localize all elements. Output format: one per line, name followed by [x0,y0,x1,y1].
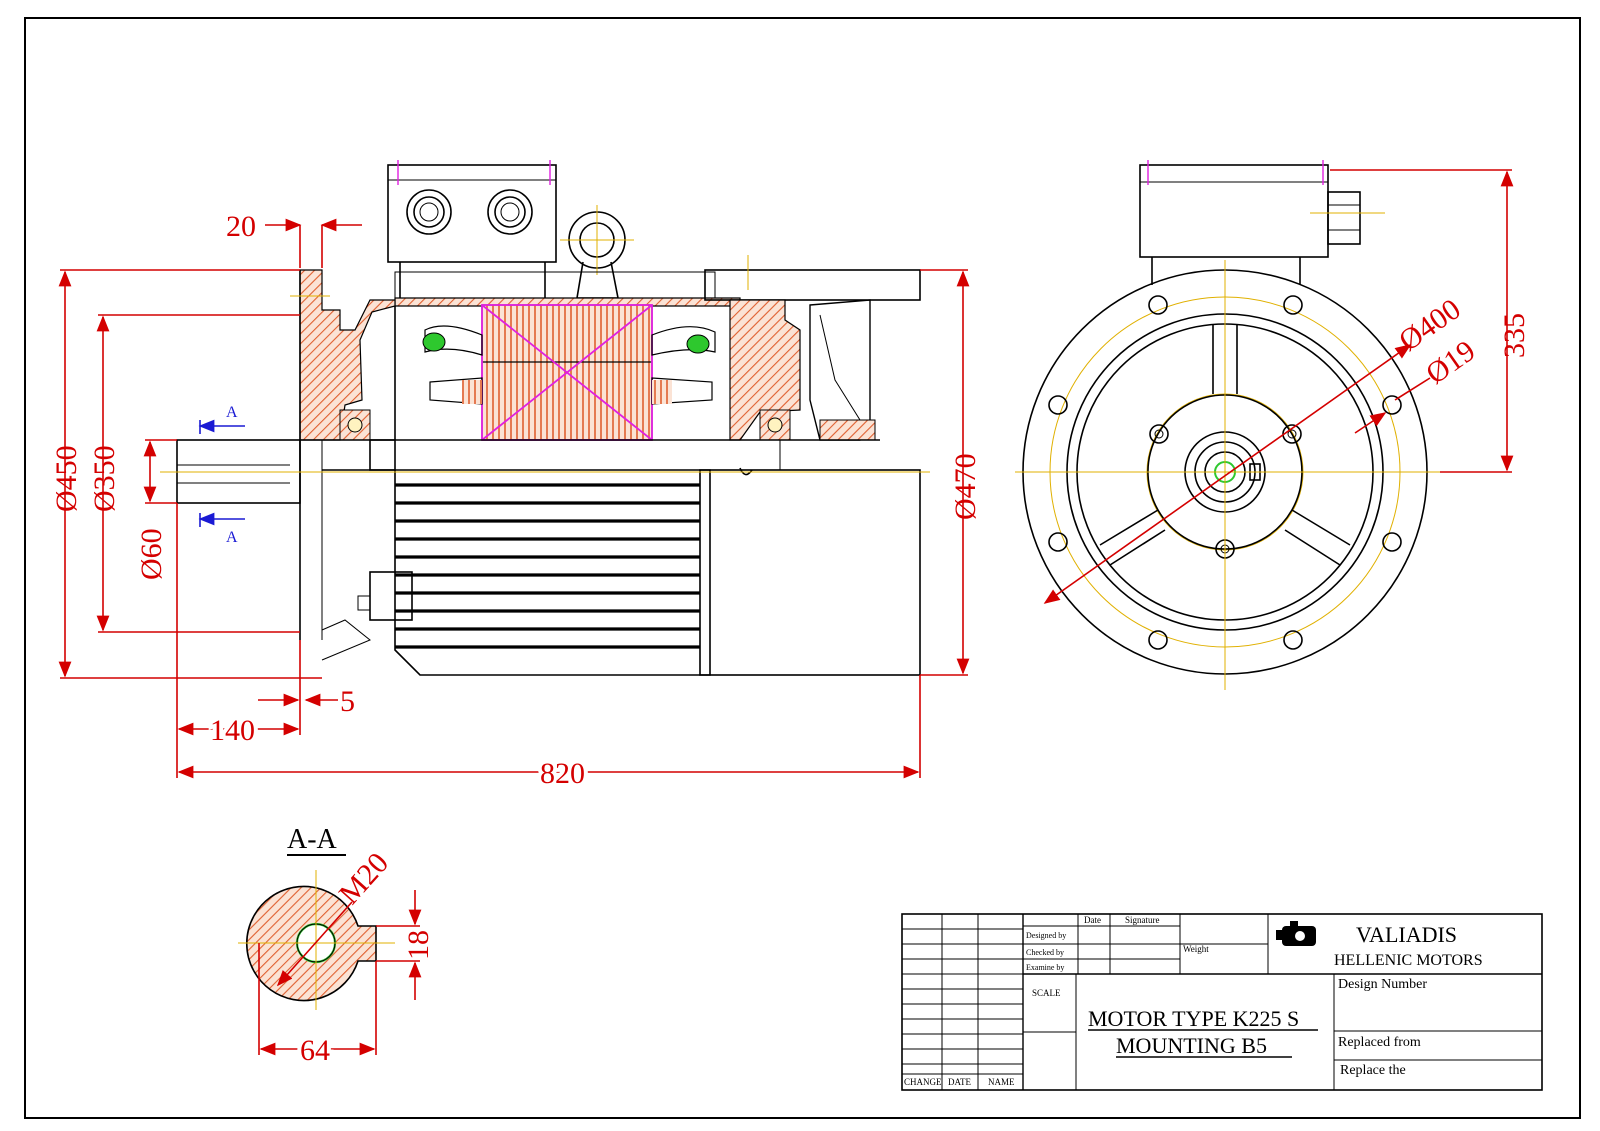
dim-d450: Ø450 [50,445,83,512]
dim-d60: Ø60 [135,528,168,580]
drawing-title-line1: MOTOR TYPE K225 S [1088,1006,1299,1031]
tb-replaced-from: Replaced from [1338,1035,1421,1050]
tb-col-date: Date [1084,915,1101,925]
dim-5: 5 [340,685,355,718]
tb-name: NAME [988,1077,1015,1087]
section-marker-bottom: A [226,529,238,546]
cooling-fins [395,483,700,649]
dim-140: 140 [210,714,255,747]
lifting-eye [560,205,634,299]
terminal-box [387,160,557,298]
tb-scale: SCALE [1032,988,1061,998]
title-block: CHANGE DATE NAME Date Signature Designed… [901,913,1543,1091]
section-title: A-A [287,824,338,855]
company-name: VALIADIS [1356,922,1457,947]
tb-replace-the: Replace the [1340,1063,1406,1078]
side-view: A A 20 Ø450 Ø350 [50,160,982,794]
side-dimensions: 20 Ø450 Ø350 Ø60 Ø470 5 [50,210,982,794]
dim-820: 820 [540,757,585,790]
tb-date: DATE [948,1077,971,1087]
dim-20: 20 [226,210,256,243]
front-dimensions: Ø400 Ø19 335 [1043,169,1531,604]
tb-col-signature: Signature [1125,915,1160,925]
tb-examine-by: Examine by [1026,963,1064,972]
sheet-border [24,17,1581,1119]
company-subtitle: HELLENIC MOTORS [1334,952,1483,969]
tb-designed-by: Designed by [1026,931,1066,940]
dim-d350: Ø350 [88,445,121,512]
dim-335: 335 [1498,313,1531,358]
tb-weight: Weight [1183,944,1209,954]
company-logo [1276,921,1316,946]
dim-64: 64 [300,1034,330,1067]
section-marker-top: A [226,404,238,421]
tb-checked-by: Checked by [1026,948,1064,957]
section-a-a: A-A M20 18 64 [238,824,435,1071]
tb-change: CHANGE [904,1077,942,1087]
front-view: Ø400 Ø19 335 [1015,160,1531,690]
tb-design-number: Design Number [1338,977,1427,992]
section-arrow-top: A [198,404,245,434]
dim-d470: Ø470 [949,453,982,520]
dim-18: 18 [402,930,435,960]
drawing-title-line2: MOUNTING B5 [1116,1033,1267,1058]
section-arrow-bottom: A [198,512,245,546]
